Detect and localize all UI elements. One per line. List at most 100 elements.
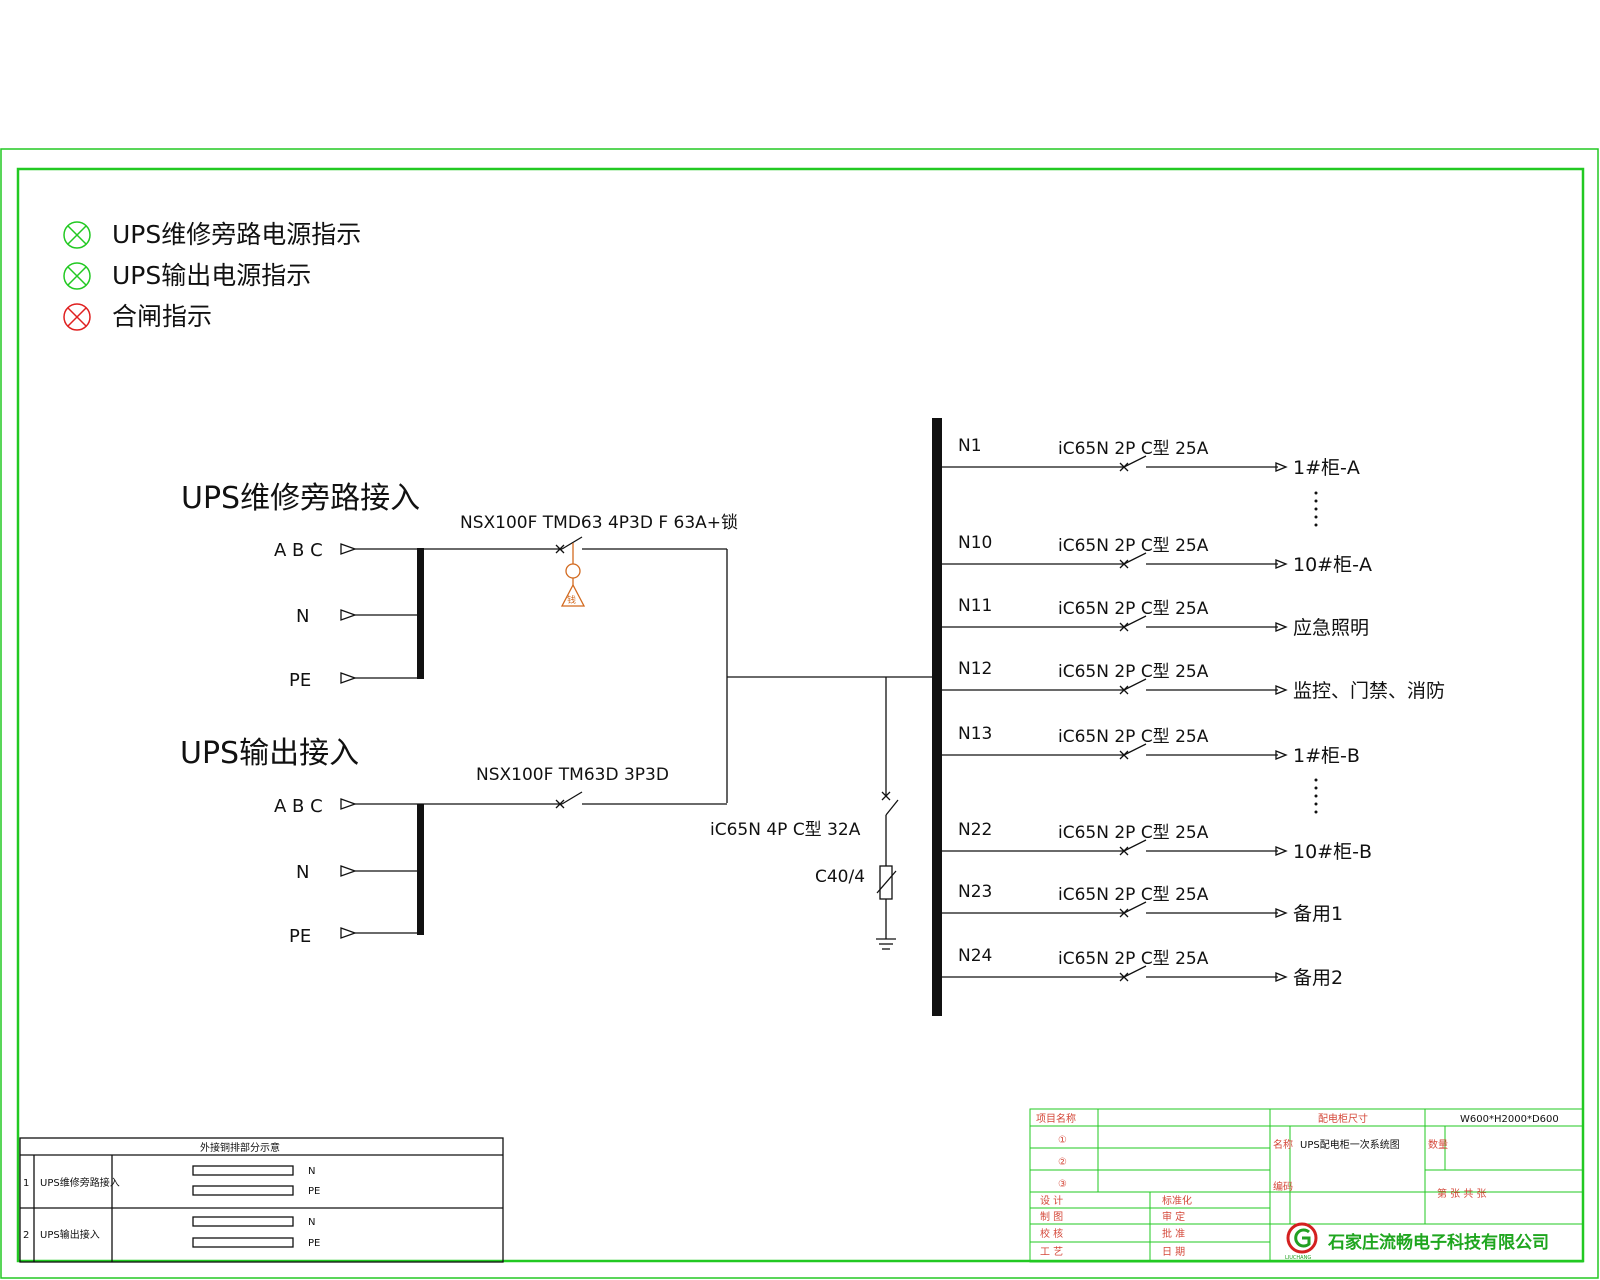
role-approve: 批 准 bbox=[1162, 1227, 1185, 1240]
earth-symbol-icon bbox=[876, 938, 896, 950]
row-number: 2 bbox=[23, 1230, 29, 1241]
copper-bar-pe bbox=[192, 1185, 294, 1196]
svg-text:LIUCHANG: LIUCHANG bbox=[1285, 1255, 1311, 1261]
circuit-load-label: 备用1 bbox=[1293, 903, 1343, 925]
cabinet-size-value: W600*H2000*D600 bbox=[1460, 1114, 1559, 1125]
circuit-id: N24 bbox=[958, 946, 992, 966]
terminal-arrow-icon bbox=[340, 927, 357, 939]
breaker-blade bbox=[1123, 839, 1147, 852]
copper-bar-n bbox=[192, 1216, 294, 1227]
circuit-load-label: 监控、门禁、消防 bbox=[1293, 680, 1445, 702]
company-logo-icon: LIUCHANG bbox=[1285, 1222, 1318, 1261]
continuation-dots bbox=[1314, 491, 1318, 814]
ups-output-title: UPS输出接入 bbox=[180, 736, 359, 771]
outer-frame bbox=[0, 148, 1599, 1279]
project-row-2: ② bbox=[1058, 1157, 1067, 1168]
row-name: UPS维修旁路接入 bbox=[40, 1176, 120, 1189]
terminal-arrow-icon bbox=[340, 798, 357, 810]
terminal-arrow-icon bbox=[340, 609, 357, 621]
legend-label: UPS维修旁路电源指示 bbox=[112, 220, 361, 249]
terminal-arrow-icon bbox=[340, 865, 357, 877]
indicator-cross bbox=[67, 307, 87, 327]
bar-label: PE bbox=[308, 1238, 320, 1249]
row-name: UPS输出接入 bbox=[40, 1228, 100, 1241]
circuit-breaker-label: iC65N 2P C型 25A bbox=[1058, 885, 1209, 905]
role-design: 设 计 bbox=[1040, 1194, 1063, 1207]
role-draw: 制 图 bbox=[1040, 1210, 1063, 1223]
circuit-id: N22 bbox=[958, 820, 992, 840]
circuit-load-label: 备用2 bbox=[1293, 967, 1343, 989]
company-name: 石家庄流畅电子科技有限公司 bbox=[1327, 1232, 1549, 1253]
circuit-id: N10 bbox=[958, 533, 992, 553]
breaker-blade bbox=[1123, 901, 1147, 914]
outlet-arrow-icon bbox=[1275, 972, 1288, 982]
spd-branch: iC65N 4P C型 32A C40/4 bbox=[710, 676, 935, 950]
indicator-lamp-icon bbox=[63, 262, 91, 290]
circuit-n1: N1 iC65N 2P C型 25A 1#柜-A bbox=[942, 436, 1360, 479]
bar-label: N bbox=[308, 1166, 315, 1177]
copper-bar-pe bbox=[192, 1237, 294, 1248]
legend-label: UPS输出电源指示 bbox=[112, 261, 311, 290]
breaker-blade bbox=[561, 791, 583, 805]
breaker-blade bbox=[1123, 552, 1147, 565]
role-date: 日 期 bbox=[1162, 1246, 1185, 1258]
breaker-cross-icon bbox=[881, 791, 891, 801]
circuit-id: N13 bbox=[958, 724, 992, 744]
ellipsis-icon bbox=[1314, 491, 1318, 527]
svg-text:钱: 钱 bbox=[567, 594, 576, 606]
circuit-load-label: 1#柜-A bbox=[1293, 457, 1360, 479]
qty-label: 数量 bbox=[1428, 1138, 1448, 1151]
row-number: 1 bbox=[23, 1178, 29, 1189]
lock-icon: 钱 bbox=[560, 543, 586, 607]
legend-item-output: UPS输出电源指示 bbox=[63, 261, 311, 290]
circuit-breaker-label: iC65N 2P C型 25A bbox=[1058, 823, 1209, 843]
code-label: 编码 bbox=[1273, 1180, 1293, 1193]
circuit-breaker-label: iC65N 2P C型 25A bbox=[1058, 599, 1209, 619]
breaker-blade bbox=[1123, 615, 1147, 628]
circuit-id: N1 bbox=[958, 436, 982, 456]
circuit-id: N23 bbox=[958, 882, 992, 902]
copper-table-title: 外接铜排部分示意 bbox=[200, 1141, 280, 1154]
bar-label: N bbox=[308, 1217, 315, 1228]
name-label: 名称 bbox=[1273, 1138, 1293, 1151]
drawing-name: UPS配电柜一次系统图 bbox=[1300, 1138, 1400, 1151]
indicator-cross bbox=[67, 225, 87, 245]
circuit-load-label: 10#柜-A bbox=[1293, 554, 1372, 576]
circuit-load-label: 10#柜-B bbox=[1293, 841, 1372, 863]
breaker-blade bbox=[1123, 743, 1147, 756]
main-busbar bbox=[932, 418, 942, 1016]
output-breaker-label: NSX100F TM63D 3P3D bbox=[476, 765, 669, 785]
input-busbar bbox=[417, 804, 424, 935]
neutral-label: N bbox=[296, 606, 309, 627]
role-check: 校 核 bbox=[1040, 1227, 1063, 1240]
terminal-arrow-icon bbox=[340, 543, 357, 555]
legend-item-closing: 合闸指示 bbox=[63, 302, 212, 331]
legend-label: 合闸指示 bbox=[112, 302, 212, 331]
role-approve-review: 审 定 bbox=[1162, 1210, 1185, 1223]
breaker-blade bbox=[1123, 678, 1147, 691]
outlet-arrow-icon bbox=[1275, 750, 1288, 760]
circuit-breaker-label: iC65N 2P C型 25A bbox=[1058, 439, 1209, 459]
sheet-count: 第 张 共 张 bbox=[1437, 1187, 1487, 1200]
breaker-cross-icon bbox=[555, 544, 565, 554]
outgoing-circuits: N1 iC65N 2P C型 25A 1#柜-A N10 iC65N 2P C型 25A… bbox=[942, 436, 1445, 989]
circuit-n23: N23 iC65N 2P C型 25A 备用1 bbox=[942, 882, 1343, 925]
circuit-load-label: 1#柜-B bbox=[1293, 745, 1360, 767]
outlet-arrow-icon bbox=[1275, 846, 1288, 856]
role-standard: 标准化 bbox=[1162, 1194, 1192, 1207]
ups-output-section: UPS输出接入 A B C N PE NSX100F TM63D 3P3D bbox=[180, 736, 727, 947]
project-row-1: ① bbox=[1058, 1135, 1067, 1146]
indicator-cross bbox=[67, 266, 87, 286]
breaker-blade bbox=[1123, 965, 1147, 978]
phase-label-abc: A B C bbox=[274, 540, 323, 561]
breaker-blade bbox=[561, 536, 583, 550]
legend-item-bypass: UPS维修旁路电源指示 bbox=[63, 220, 361, 249]
earth-label: PE bbox=[289, 926, 311, 947]
inner-frame bbox=[16, 167, 1585, 1263]
arrester-label: C40/4 bbox=[815, 867, 865, 887]
terminal-arrow-icon bbox=[340, 672, 357, 684]
